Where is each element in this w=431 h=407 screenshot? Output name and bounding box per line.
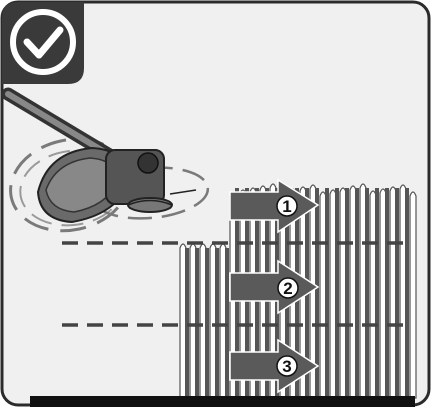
grass-gap (385, 188, 389, 398)
check-badge (2, 2, 84, 84)
step-number-2: 2 (283, 279, 292, 298)
grass-gap (405, 188, 409, 398)
step-number-1: 1 (282, 197, 291, 216)
step-number-3: 3 (282, 357, 291, 376)
grass-gap (365, 188, 369, 398)
grass-gap (325, 188, 329, 398)
grass-gap (215, 248, 219, 398)
grass-gap (345, 188, 349, 398)
grass-gap (225, 248, 229, 398)
grass-gap (375, 188, 379, 398)
grass-blade (410, 192, 416, 398)
grass-gap (395, 188, 399, 398)
grass-gap (335, 188, 339, 398)
bottom-bar (30, 396, 415, 407)
grass-gap (355, 188, 359, 398)
grass-gap (185, 248, 189, 398)
grass-gap (205, 248, 209, 398)
grass-gap (195, 248, 199, 398)
